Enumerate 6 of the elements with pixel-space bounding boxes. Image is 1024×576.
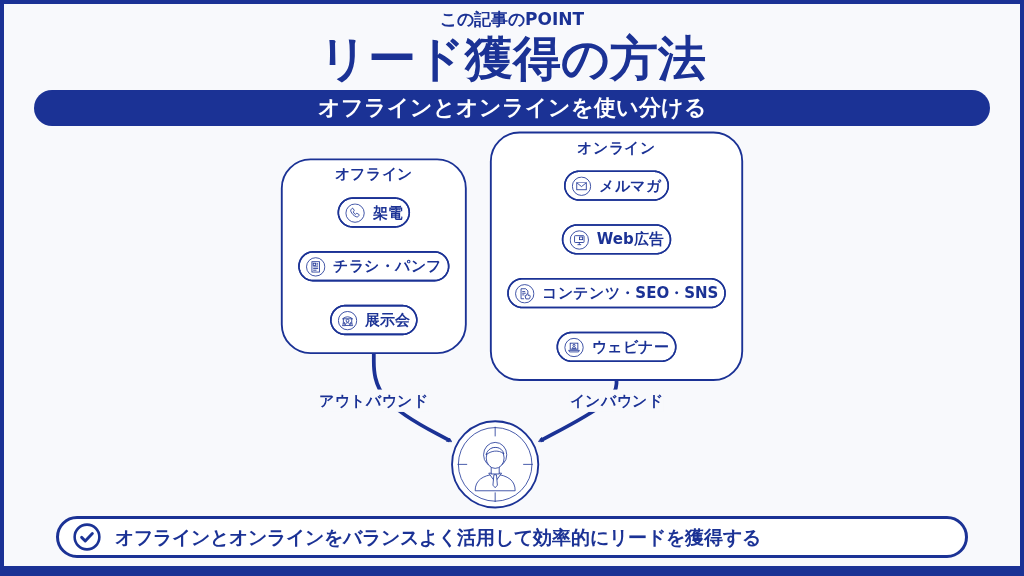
title: リード獲得の方法: [318, 30, 706, 86]
kicker-text: この記事のPOINT: [439, 8, 585, 30]
subtitle-banner: オフラインとオンラインを使い分ける: [34, 90, 990, 126]
edge-label: アウトバウンド: [319, 391, 429, 410]
edge-label: インバウンド: [569, 391, 664, 410]
caption-text: オフラインとオンラインをバランスよく活用して効率的にリードを獲得する: [115, 525, 761, 550]
